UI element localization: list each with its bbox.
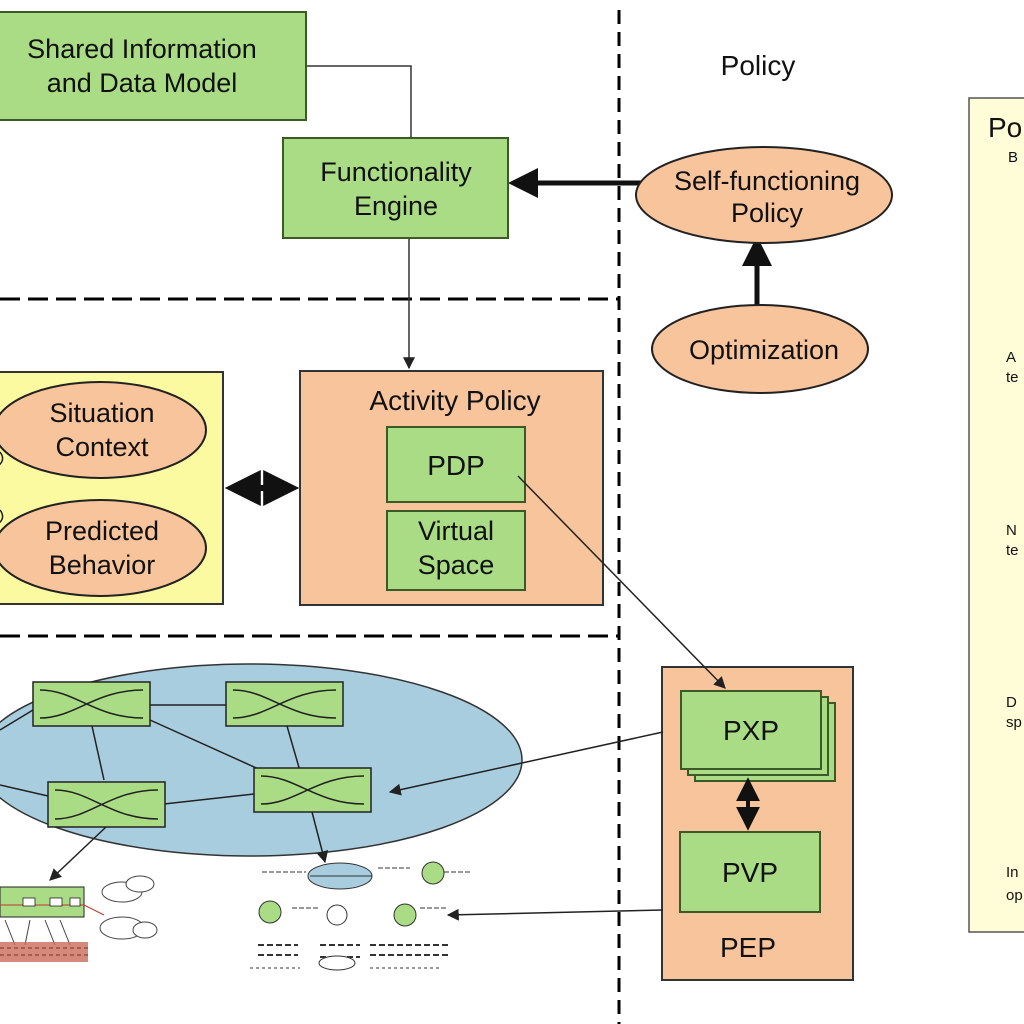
side-panel-item-4-line1: D (1006, 694, 1017, 711)
switch-to-device-arrow (311, 811, 329, 864)
network-device-cluster-right (250, 861, 470, 971)
pvp-label: PVP (722, 857, 778, 888)
activity-policy-title: Activity Policy (369, 385, 540, 416)
side-panel-item-5-line2: op (1006, 887, 1023, 904)
shared-info-to-engine-line (306, 65, 412, 138)
side-panel-title: Po (988, 112, 1022, 143)
side-panel-item-3-line2: te (1006, 542, 1019, 559)
functionality-engine-line2: Engine (354, 191, 438, 221)
virtual-space-line2: Space (418, 550, 495, 580)
situation-context-line2: Context (55, 432, 149, 462)
self-functioning-line1: Self-functioning (674, 166, 860, 196)
shared-information-box: Shared Information and Data Model (0, 11, 307, 121)
switch-node (47, 781, 166, 828)
pxp-label: PXP (723, 715, 779, 746)
pvp-to-devices-arrow (446, 908, 664, 921)
virtual-space-line1: Virtual (418, 516, 494, 546)
virtual-space-box: Virtual Space (386, 510, 526, 591)
side-panel: Po B A te N te D sp In op (968, 97, 1024, 933)
pvp-box: PVP (679, 831, 821, 913)
side-panel-item-2-line2: te (1006, 369, 1019, 386)
activity-policy-box: Activity Policy PDP Virtual Space (299, 370, 604, 606)
pxp-stack: PXP (680, 690, 836, 782)
pdp-box: PDP (386, 426, 526, 503)
optimization-label: Optimization (689, 335, 839, 365)
network-device-cluster-left (0, 875, 158, 962)
side-panel-item-1: B (1008, 149, 1018, 166)
predicted-behavior-ellipse: Predicted Behavior (0, 499, 207, 597)
situation-context-ellipse: Situation Context (0, 381, 207, 479)
pxp-to-network-arrow (388, 731, 664, 796)
self-functioning-line2: Policy (731, 198, 804, 228)
self-functioning-policy-ellipse: Self-functioning Policy (635, 146, 893, 244)
functionality-engine-line1: Functionality (320, 157, 472, 187)
side-panel-item-4-line2: sp (1006, 714, 1022, 731)
pdp-label: PDP (427, 450, 485, 481)
predicted-behavior-line2: Behavior (49, 550, 156, 580)
switch-to-device-arrow (49, 826, 107, 881)
optimization-ellipse: Optimization (651, 304, 869, 394)
pep-box: PEP PXP PVP (661, 666, 854, 981)
shared-information-line1: Shared Information (27, 34, 257, 64)
shared-information-line2: and Data Model (47, 68, 238, 98)
side-panel-item-3-line1: N (1006, 522, 1017, 539)
functionality-engine-box: Functionality Engine (282, 137, 509, 239)
context-box: Situation Context Predicted Behavior (0, 371, 224, 605)
pdp-to-pxp-arrow (517, 475, 726, 689)
side-panel-item-5-line1: In (1006, 864, 1019, 881)
switch-node (32, 681, 151, 727)
switch-node (225, 681, 344, 727)
situation-context-line1: Situation (49, 398, 154, 428)
pep-label: PEP (720, 932, 776, 963)
policy-section-label: Policy (721, 50, 796, 81)
side-panel-item-2-line1: A (1006, 349, 1016, 366)
network-cloud (0, 663, 523, 857)
switch-node (253, 767, 372, 813)
predicted-behavior-line1: Predicted (45, 516, 159, 546)
